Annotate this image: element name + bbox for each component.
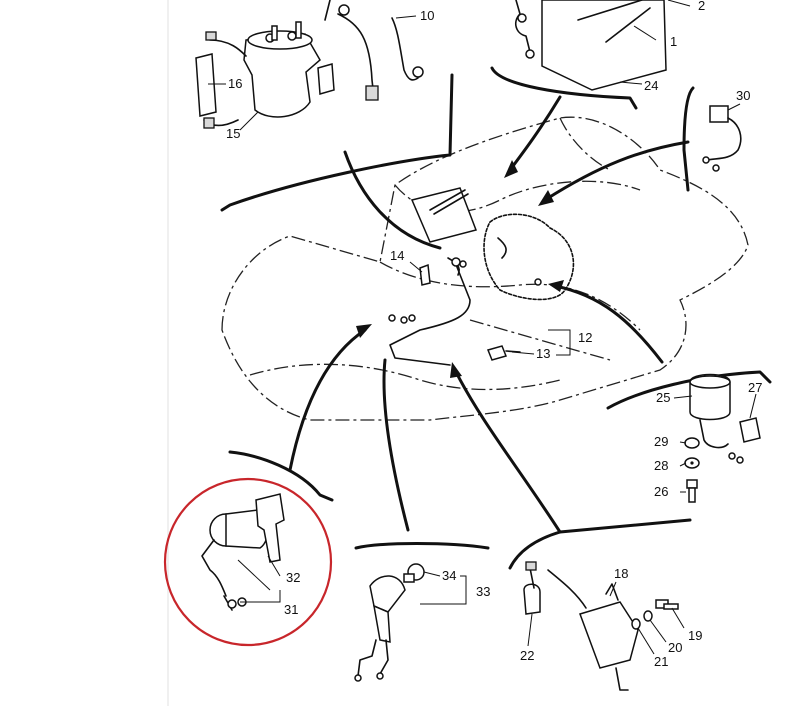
callout-12: 12 <box>578 330 592 345</box>
callout-26: 26 <box>654 484 668 499</box>
part-19-screw <box>655 599 679 610</box>
callout-13: 13 <box>536 346 550 361</box>
part-16-fuse-holder <box>195 31 247 129</box>
part-15-starter-relay <box>243 0 335 118</box>
part-10-cable <box>337 4 424 101</box>
group-brackets <box>240 329 571 605</box>
callout-18: 18 <box>614 566 628 581</box>
part-34-bulb <box>403 563 425 583</box>
main-harness <box>388 257 471 366</box>
callout-28: 28 <box>654 458 668 473</box>
callout-16: 16 <box>228 76 242 91</box>
callout-19: 19 <box>688 628 702 643</box>
callout-31: 31 <box>284 602 298 617</box>
part-22-clamp <box>523 561 541 615</box>
part-18-switch-assy <box>547 569 639 691</box>
part-13-sensor <box>486 345 521 361</box>
callout-27: 27 <box>748 380 762 395</box>
callout-33: 33 <box>476 584 490 599</box>
callout-20: 20 <box>668 640 682 655</box>
leader-lines <box>208 0 757 655</box>
callout-labels: 1 2 10 12 13 14 15 16 18 19 20 21 22 24 … <box>226 0 762 669</box>
connector-leads <box>288 95 690 534</box>
part-27-cap <box>739 417 761 443</box>
engine-unit <box>483 213 575 301</box>
part-26-bolt <box>686 479 698 503</box>
part-20-washer <box>643 610 653 622</box>
part-30-connector <box>702 105 742 172</box>
callout-15: 15 <box>226 126 240 141</box>
callout-30: 30 <box>736 88 750 103</box>
callout-22: 22 <box>520 648 534 663</box>
callout-25: 25 <box>656 390 670 405</box>
part-1-battery <box>514 0 667 91</box>
callout-2: 2 <box>698 0 705 13</box>
vehicle-battery <box>410 187 477 243</box>
callout-24: 24 <box>644 78 658 93</box>
callout-1: 1 <box>670 34 677 49</box>
callout-32: 32 <box>286 570 300 585</box>
callout-21: 21 <box>654 654 668 669</box>
part-28-washer <box>684 457 700 469</box>
vehicle-outline <box>221 116 749 421</box>
section-brackets <box>220 66 772 570</box>
callout-14: 14 <box>390 248 404 263</box>
callout-34: 34 <box>442 568 456 583</box>
highlight-circle <box>163 477 333 647</box>
part-32-key <box>255 493 285 563</box>
part-14-switch <box>419 263 431 286</box>
part-25-solenoid <box>689 373 744 464</box>
part-21-washer <box>631 618 641 630</box>
callout-29: 29 <box>654 434 668 449</box>
part-33-cap-assy <box>354 575 406 682</box>
part-29-nut <box>684 437 700 449</box>
callout-10: 10 <box>420 8 434 23</box>
